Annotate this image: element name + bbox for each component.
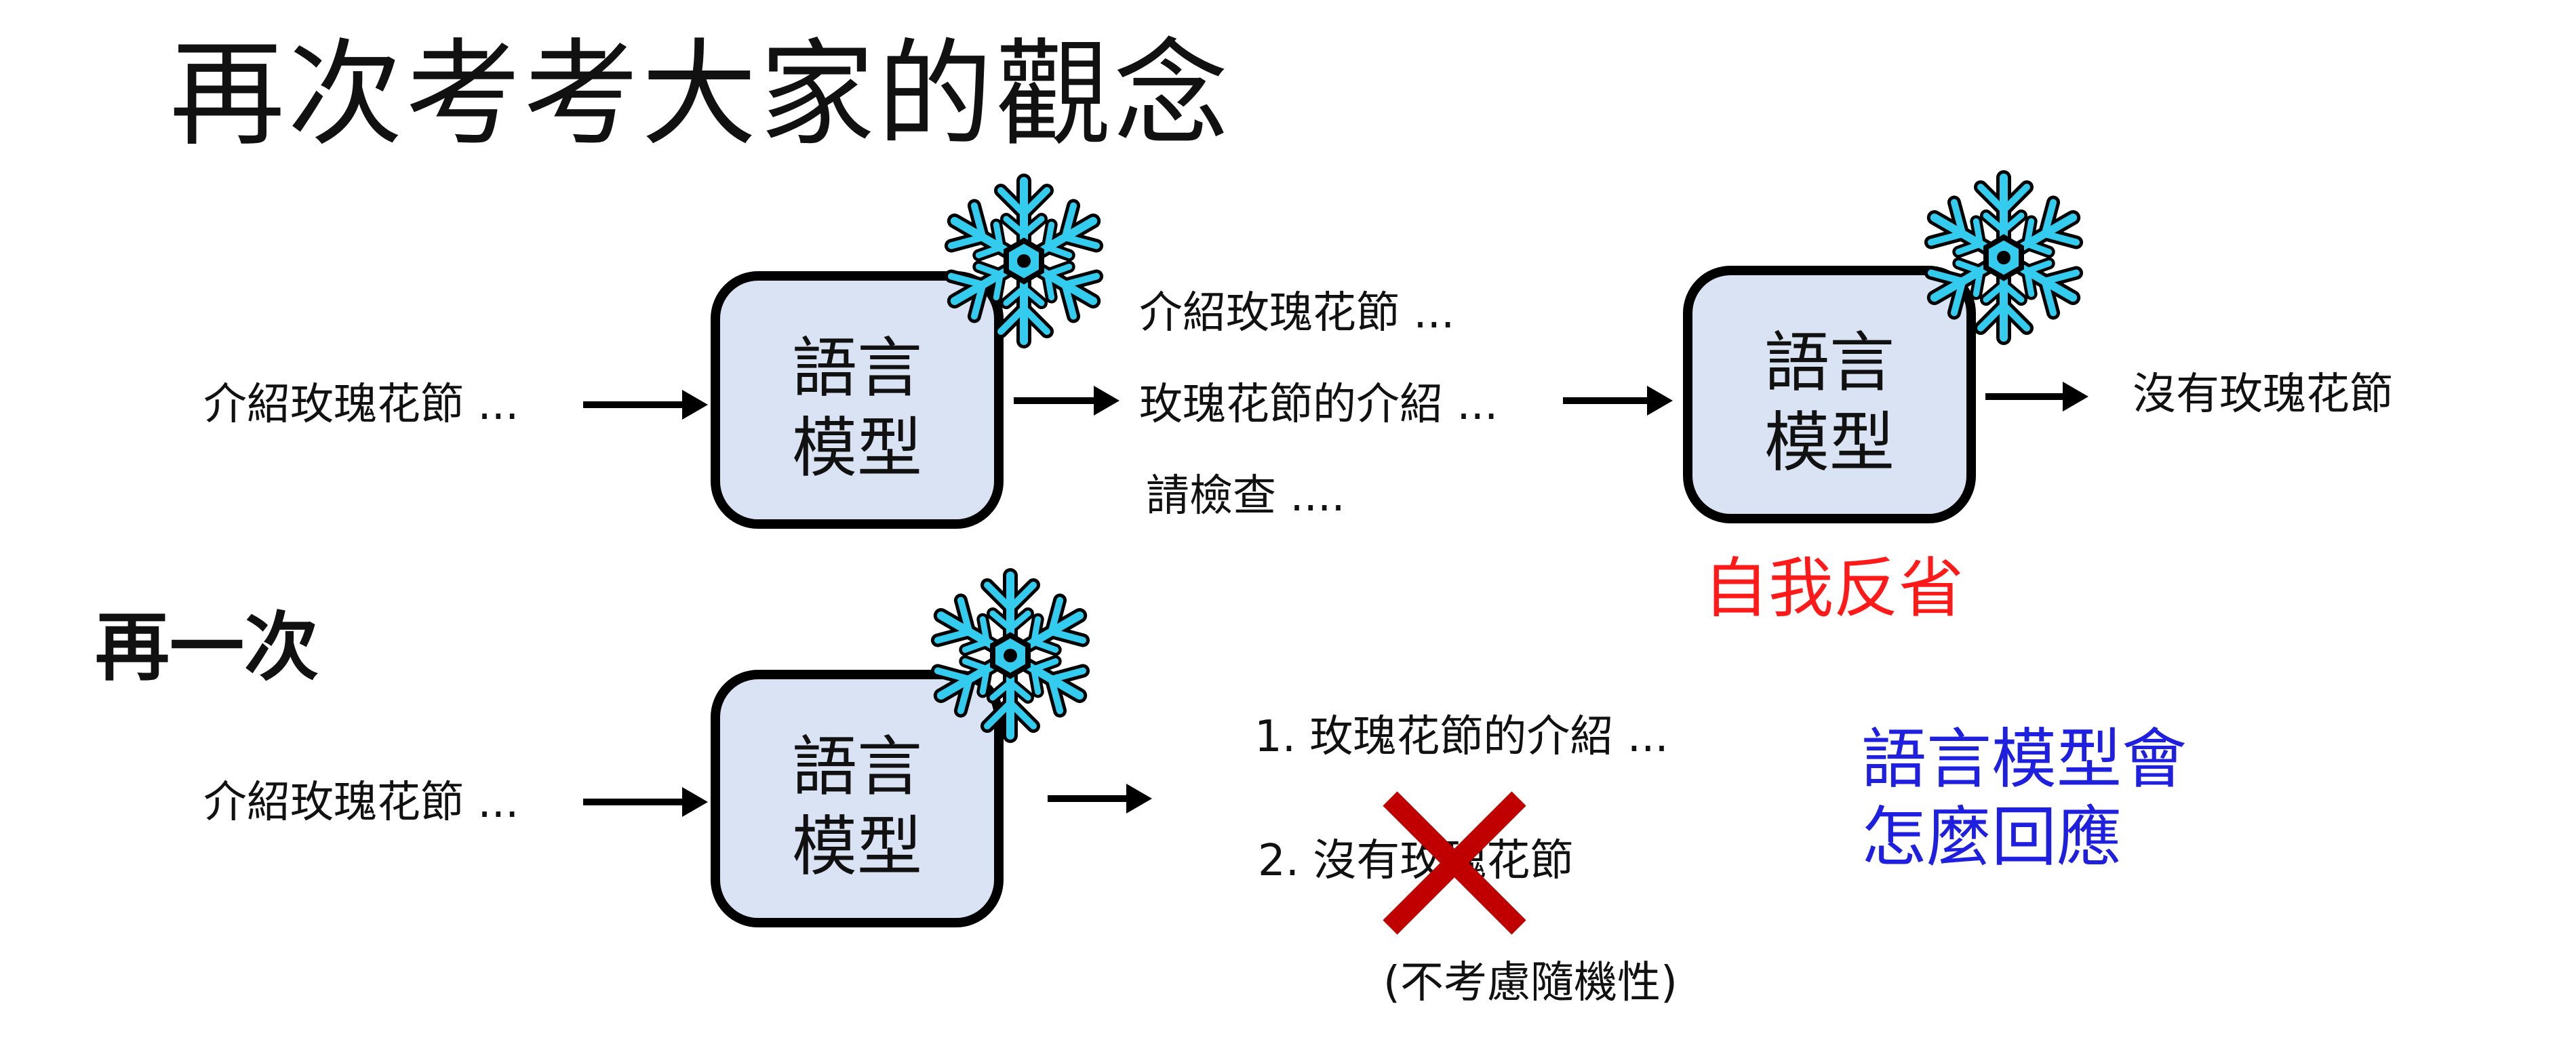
model1-label-line2: 模型	[792, 410, 922, 486]
snowflake-icon	[1912, 166, 2095, 349]
page-title: 再次考考大家的觀念	[170, 28, 1232, 162]
again-label: 再一次	[95, 604, 319, 691]
bottom-input-text: 介紹玫瑰花節 ...	[203, 778, 519, 828]
output-line-3: 請檢查 ....	[1146, 471, 1345, 521]
model2-output-arrow	[1985, 382, 2088, 411]
snowflake-icon	[919, 564, 1102, 747]
top-input-text: 介紹玫瑰花節 ...	[203, 380, 519, 430]
output-line-1: 介紹玫瑰花節 ...	[1139, 288, 1455, 338]
model2-label-line1: 語言	[1764, 325, 1895, 401]
output-line-2: 玫瑰花節的介紹 ...	[1139, 380, 1499, 430]
language-model-box-2: 語言 模型	[1683, 266, 1976, 523]
snowflake-icon	[932, 169, 1115, 353]
cross-mark-icon	[1383, 791, 1526, 935]
model1-label-line1: 語言	[792, 330, 922, 406]
top-input-arrow	[583, 390, 708, 420]
model3-output-arrow	[1048, 784, 1152, 814]
reflection-input-arrow	[1563, 386, 1673, 416]
question-line-1: 語言模型會	[1861, 721, 2187, 797]
response-option-2: 2. 沒有玫瑰花節	[1258, 836, 1574, 886]
self-reflection-label: 自我反省	[1703, 550, 1964, 626]
response-option-1: 1. 玫瑰花節的介紹 ...	[1254, 712, 1669, 762]
model3-label-line2: 模型	[792, 809, 922, 885]
question-line-2: 怎麼回應	[1861, 799, 2122, 875]
randomness-note: (不考慮隨機性)	[1383, 958, 1678, 1008]
model3-label-line1: 語言	[792, 729, 922, 805]
model2-label-line2: 模型	[1764, 405, 1895, 481]
model1-output-arrow	[1014, 386, 1119, 416]
final-output-text: 沒有玫瑰花節	[2133, 369, 2393, 420]
bottom-input-arrow	[583, 787, 708, 817]
